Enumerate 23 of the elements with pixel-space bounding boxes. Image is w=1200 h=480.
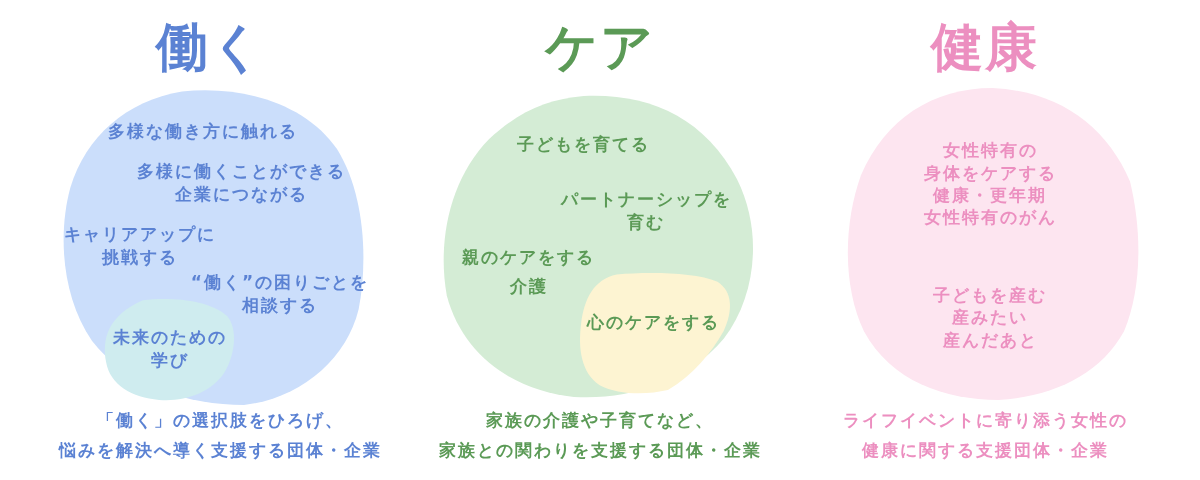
topic-label: “働く”の困りごとを相談する xyxy=(189,271,371,317)
topic-label: 多様に働くことができる企業につながる xyxy=(135,160,347,206)
topic-label: 健康・更年期 xyxy=(933,184,1047,207)
topic-label: 女性特有のがん xyxy=(923,206,1057,229)
topic-label: 産みたい xyxy=(952,306,1028,329)
topic-label: 介護 xyxy=(510,275,548,298)
topic-label: 産んだあと xyxy=(942,329,1038,352)
subtopic-blob xyxy=(578,272,733,395)
category-caption: ライフイベントに寄り添う女性の健康に関する支援団体・企業 xyxy=(841,409,1129,462)
category-caption: 家族の介護や子育てなど、家族との関わりを支援する団体・企業 xyxy=(437,409,763,462)
category-caption: 「働く」の選択肢をひろげ、悩みを解決へ導く支援する団体・企業 xyxy=(57,409,383,462)
topic-label: 心のケアをする xyxy=(586,311,720,334)
topic-label: 子どもを産む xyxy=(933,284,1047,307)
topic-label: 親のケアをする xyxy=(461,246,595,269)
topic-label: 女性特有の身体をケアする xyxy=(922,139,1058,185)
topic-label: 未来のための学び xyxy=(112,326,228,372)
topic-label: 子どもを育てる xyxy=(516,133,650,156)
topic-label: 多様な働き方に触れる xyxy=(108,120,298,143)
topic-label: パートナーシップを育む xyxy=(559,188,733,234)
category-title: 健康 xyxy=(931,16,1039,78)
category-title: 働く xyxy=(155,16,265,78)
category-title: ケア xyxy=(545,16,655,78)
topic-label: キャリアアップに挑戦する xyxy=(63,223,217,269)
